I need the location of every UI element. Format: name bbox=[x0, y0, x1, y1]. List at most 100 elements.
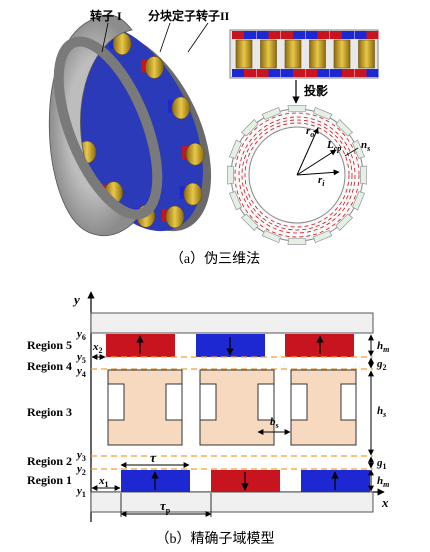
ring-cross-section: ro Lcp ri ns bbox=[227, 105, 370, 245]
label-rotor-1: 转子 I bbox=[90, 8, 122, 23]
bottom-iron bbox=[90, 491, 374, 513]
bs-label: bs bbox=[270, 416, 279, 430]
leader-rotor-1 bbox=[101, 22, 109, 53]
caption-a: （a）伪三维法 bbox=[170, 251, 260, 267]
ring-coil bbox=[171, 96, 191, 120]
g2-label: g2 bbox=[376, 358, 387, 372]
ring-segment bbox=[360, 165, 367, 185]
ring-segment bbox=[227, 165, 234, 185]
linear-top-magnet bbox=[305, 31, 318, 39]
linear-top-magnet bbox=[256, 31, 269, 39]
panel-b: y x bbox=[27, 291, 389, 547]
region-4-label: Region 4 bbox=[27, 359, 72, 373]
radius-lcp-arrow bbox=[296, 149, 337, 176]
g1-label: g1 bbox=[376, 457, 387, 471]
ring-segment bbox=[352, 139, 366, 159]
linear-top-magnet bbox=[354, 31, 367, 39]
region-1-label: Region 1 bbox=[27, 473, 72, 487]
radius-ro-arrow bbox=[296, 127, 319, 176]
region-5-magnets bbox=[106, 334, 354, 357]
dashed-boundary-circle bbox=[238, 116, 356, 234]
ring-segment bbox=[261, 230, 281, 244]
linear-section-view bbox=[229, 29, 379, 79]
symbol-ro: ro bbox=[306, 125, 314, 139]
y2-label: y2 bbox=[75, 463, 86, 477]
region-1-magnets bbox=[121, 470, 370, 492]
linear-bottom-magnet bbox=[281, 69, 293, 77]
linear-bottom-magnet bbox=[232, 69, 244, 77]
y3-label: y3 bbox=[75, 449, 86, 463]
caption-b: （b）精确子域模型 bbox=[156, 531, 275, 547]
leader-ns bbox=[344, 147, 359, 157]
ring-segment bbox=[335, 213, 353, 231]
top-iron bbox=[90, 312, 374, 334]
leader-rotor-2 bbox=[187, 22, 209, 53]
x2-label: x2 bbox=[92, 341, 103, 355]
linear-top-magnet bbox=[366, 31, 379, 39]
tau-p-label: τp bbox=[160, 498, 171, 515]
ring-segment bbox=[287, 105, 307, 112]
linear-bottom-magnet bbox=[244, 69, 256, 77]
y6-label: y6 bbox=[75, 328, 86, 342]
linear-top-magnet bbox=[232, 31, 244, 39]
linear-bottom-magnet bbox=[317, 69, 330, 77]
linear-coil bbox=[284, 39, 302, 69]
symbol-ri: ri bbox=[318, 174, 325, 188]
linear-coil bbox=[235, 39, 253, 69]
linear-top-magnet bbox=[317, 31, 330, 39]
y5-label: y5 bbox=[75, 351, 86, 365]
y1-label: y1 bbox=[75, 485, 86, 499]
region-3-stator bbox=[107, 369, 357, 446]
x-axis-label: x bbox=[381, 495, 389, 510]
panel-a: 转子 I 分块定子 转子II 投影 ro Lcp ri ns （a）伪三维法 bbox=[48, 8, 379, 267]
symbol-lcp: Lcp bbox=[326, 139, 341, 153]
linear-bottom-magnet bbox=[366, 69, 379, 77]
machine-3d-illustration bbox=[48, 14, 212, 236]
ring-segment bbox=[313, 230, 333, 244]
linear-bottom-magnet bbox=[256, 69, 269, 77]
region-2-label: Region 2 bbox=[27, 454, 72, 468]
y4-label: y4 bbox=[75, 365, 86, 379]
ring-segment bbox=[335, 119, 353, 137]
linear-bottom-magnet bbox=[305, 69, 318, 77]
region-3-label: Region 3 bbox=[27, 405, 72, 419]
dashed-boundary-circle bbox=[241, 119, 353, 231]
ring-segment bbox=[313, 106, 333, 120]
symbol-ns: ns bbox=[361, 139, 370, 153]
label-projection: 投影 bbox=[304, 83, 328, 98]
linear-bottom-magnet bbox=[293, 69, 305, 77]
label-stator: 分块定子 bbox=[148, 8, 196, 23]
linear-top-magnet bbox=[281, 31, 293, 39]
linear-top-magnet bbox=[268, 31, 281, 39]
linear-coil bbox=[358, 39, 375, 69]
ring-coil bbox=[165, 205, 185, 229]
ring-segment bbox=[228, 139, 242, 159]
ring-coil bbox=[185, 142, 205, 166]
x1-label: x1 bbox=[98, 475, 109, 489]
dashed-boundary-circle bbox=[234, 112, 360, 238]
linear-top-magnet bbox=[342, 31, 354, 39]
hm-bottom-label: hm bbox=[377, 475, 389, 489]
ring-coil bbox=[145, 56, 164, 79]
ring-coil bbox=[183, 182, 203, 206]
linear-coil bbox=[333, 39, 351, 69]
ring-segment bbox=[241, 213, 259, 231]
linear-top-magnet bbox=[330, 31, 342, 39]
y-axis-label: y bbox=[72, 292, 80, 307]
ring-segment bbox=[241, 119, 259, 137]
linear-top-magnet bbox=[244, 31, 256, 39]
ring-segment bbox=[261, 106, 281, 120]
linear-bottom-magnet bbox=[268, 69, 281, 77]
linear-bottom-magnet bbox=[354, 69, 367, 77]
region-boundaries bbox=[91, 356, 373, 470]
ring-segment bbox=[228, 191, 242, 211]
hs-label: hs bbox=[377, 405, 386, 419]
linear-bottom-magnet bbox=[342, 69, 354, 77]
leader-stator bbox=[159, 22, 171, 53]
ring-segment bbox=[287, 238, 307, 245]
linear-top-magnet bbox=[293, 31, 305, 39]
hm-top-label: hm bbox=[377, 340, 389, 354]
region-5-label: Region 5 bbox=[27, 338, 72, 352]
radius-ri-arrow bbox=[296, 169, 340, 176]
